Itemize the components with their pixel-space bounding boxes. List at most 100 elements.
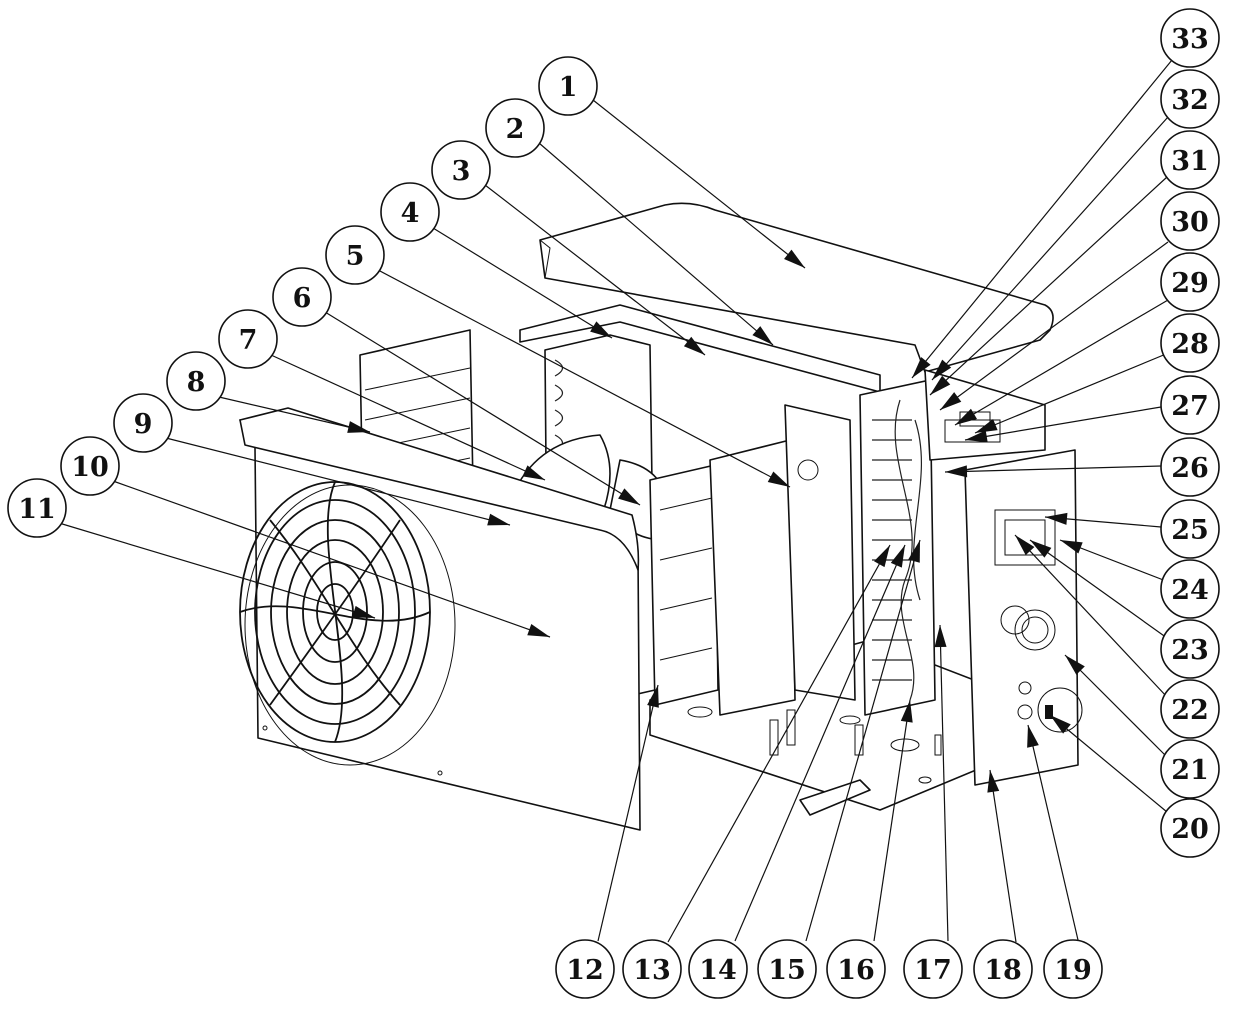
svg-text:29: 29 (1171, 268, 1209, 299)
top-cover (539, 202, 1054, 373)
leader-line-6 (324, 311, 641, 506)
control-box (924, 369, 1046, 461)
leader-arrowhead-6 (618, 488, 640, 505)
leader-arrowhead-28 (975, 419, 998, 433)
callout-31: 31 (1160, 130, 1220, 190)
leader-line-3 (484, 184, 706, 356)
svg-text:10: 10 (71, 452, 109, 483)
svg-text:14: 14 (699, 955, 737, 986)
leader-line-1 (592, 99, 806, 269)
leader-line-8 (218, 396, 371, 433)
callout-14: 14 (688, 939, 748, 999)
leader-line-29 (954, 299, 1169, 426)
svg-text:1: 1 (559, 72, 578, 103)
motor-bracket (649, 464, 719, 706)
unit-drawing (239, 202, 1083, 831)
callout-23: 23 (1160, 619, 1220, 679)
leader-line-5 (377, 269, 791, 488)
callout-4: 4 (380, 182, 440, 242)
leader-arrowhead-13 (874, 545, 890, 568)
partition-plate (709, 439, 796, 716)
leader-line-17 (939, 624, 949, 942)
leader-arrowhead-32 (932, 359, 952, 380)
callout-3: 3 (431, 140, 491, 200)
fan-grille (239, 481, 431, 743)
callout-27: 27 (1160, 375, 1220, 435)
front-panel-top (239, 407, 640, 571)
callout-11: 11 (7, 478, 67, 538)
leader-arrowhead-1 (784, 249, 805, 268)
svg-text:17: 17 (914, 955, 952, 986)
svg-text:15: 15 (768, 955, 806, 986)
callout-12: 12 (555, 939, 615, 999)
leader-arrowhead-3 (683, 336, 705, 355)
svg-text:24: 24 (1171, 575, 1209, 606)
callout-32: 32 (1160, 69, 1220, 129)
leader-line-10 (112, 480, 551, 638)
svg-text:31: 31 (1171, 146, 1209, 177)
svg-text:32: 32 (1171, 85, 1209, 116)
leader-arrowhead-25 (1045, 512, 1068, 525)
leader-arrowhead-18 (987, 770, 1000, 793)
leader-arrowhead-11 (352, 605, 375, 618)
svg-text:2: 2 (506, 114, 525, 145)
leader-line-9 (165, 437, 511, 526)
leader-line-15 (805, 539, 921, 942)
leader-arrowhead-5 (767, 471, 790, 487)
svg-text:4: 4 (401, 198, 420, 229)
svg-text:21: 21 (1171, 755, 1209, 786)
leader-arrowhead-21 (1065, 655, 1085, 675)
leader-line-23 (1029, 539, 1168, 639)
leader-line-11 (58, 522, 376, 619)
callout-33: 33 (1160, 8, 1220, 68)
callout-6: 6 (272, 267, 332, 327)
leader-arrowhead-20 (1050, 715, 1071, 734)
svg-text:5: 5 (346, 241, 365, 272)
leader-arrowhead-16 (900, 700, 913, 723)
leader-arrowhead-31 (930, 375, 951, 395)
leader-line-12 (597, 684, 659, 942)
svg-text:33: 33 (1171, 24, 1209, 55)
callout-30: 30 (1160, 191, 1220, 251)
svg-text:9: 9 (134, 409, 153, 440)
svg-text:13: 13 (633, 955, 671, 986)
leader-line-30 (939, 241, 1169, 411)
leader-arrowhead-29 (955, 408, 978, 425)
svg-text:3: 3 (452, 156, 471, 187)
svg-text:30: 30 (1171, 207, 1209, 238)
callout-26: 26 (1160, 437, 1220, 497)
service-panel (964, 449, 1079, 786)
leader-arrowhead-17 (934, 625, 947, 648)
leader-line-33 (911, 59, 1173, 379)
leader-arrowhead-22 (1015, 535, 1035, 556)
leader-line-19 (1027, 724, 1079, 941)
leader-arrowhead-12 (647, 685, 659, 708)
leader-line-16 (873, 699, 911, 942)
base-foot (799, 779, 871, 816)
leader-arrowhead-14 (890, 545, 905, 568)
callout-17: 17 (903, 939, 963, 999)
leader-line-14 (734, 544, 906, 942)
svg-text:25: 25 (1171, 515, 1209, 546)
svg-text:20: 20 (1171, 814, 1209, 845)
coil-tube-bundle (859, 379, 936, 716)
callout-10: 10 (60, 436, 120, 496)
svg-text:11: 11 (18, 494, 56, 525)
leader-arrowhead-10 (527, 623, 550, 637)
callouts: 1 2 3 4 5 6 7 8 9 10 11 12 13 14 15 16 1… (7, 8, 1220, 999)
callout-13: 13 (622, 939, 682, 999)
callout-19: 19 (1043, 939, 1103, 999)
leader-line-21 (1064, 654, 1168, 758)
callout-5: 5 (325, 225, 385, 285)
svg-text:22: 22 (1171, 695, 1209, 726)
svg-text:28: 28 (1171, 329, 1209, 360)
callout-18: 18 (973, 939, 1033, 999)
leader-line-27 (964, 406, 1162, 441)
svg-text:8: 8 (187, 367, 206, 398)
leader-line-32 (931, 116, 1169, 381)
svg-text:6: 6 (293, 283, 312, 314)
callout-1: 1 (538, 56, 598, 116)
svg-text:18: 18 (984, 955, 1022, 986)
callout-8: 8 (166, 351, 226, 411)
leader-arrowhead-4 (590, 321, 612, 338)
